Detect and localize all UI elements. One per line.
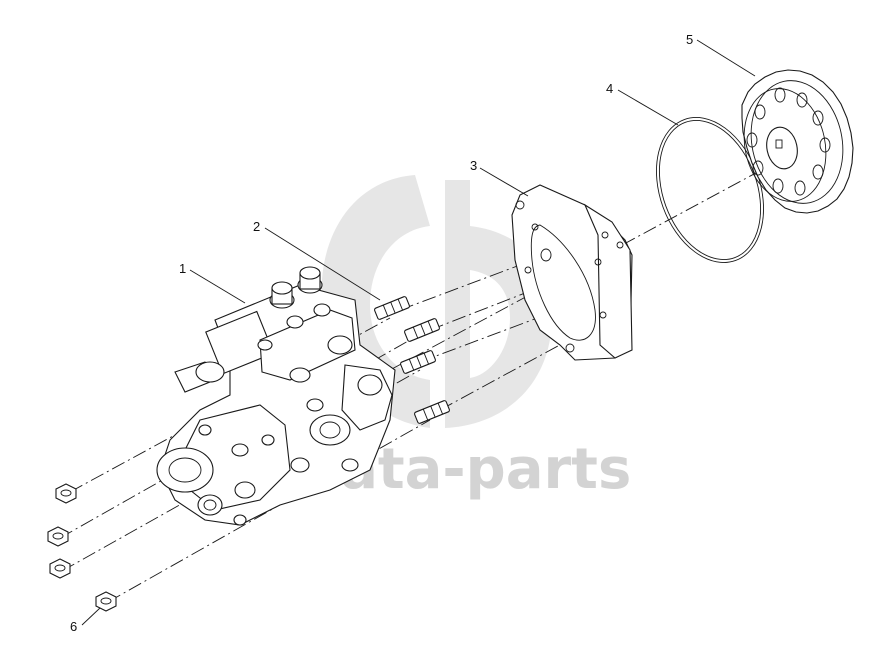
adapter-flange <box>511 184 633 361</box>
callout-3: 3 <box>470 158 477 173</box>
hex-nuts <box>47 483 117 612</box>
callout-2: 2 <box>253 219 260 234</box>
drive-gear <box>741 69 854 214</box>
callout-5: 5 <box>686 32 693 47</box>
hex-nut <box>55 483 77 504</box>
callout-6: 6 <box>70 619 77 634</box>
callout-1: 1 <box>179 261 186 276</box>
injection-pump <box>156 266 396 526</box>
callout-4: 4 <box>606 81 613 96</box>
leader-lines <box>81 39 756 626</box>
mounting-studs <box>374 296 450 424</box>
hex-nut <box>47 526 69 547</box>
hex-nut <box>49 558 71 579</box>
hex-nut <box>95 591 117 612</box>
